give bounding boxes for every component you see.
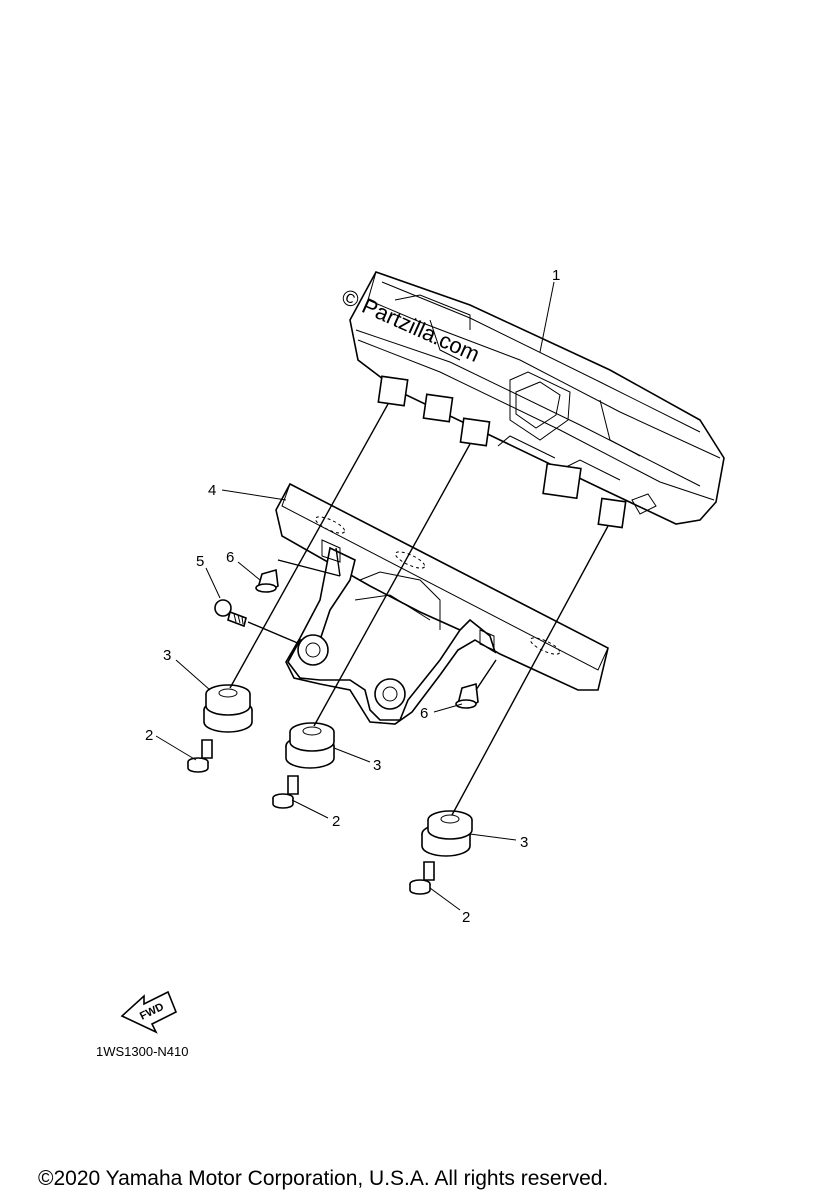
callout-2-left: 2 [145,727,153,744]
fwd-arrow-icon: FWD [120,990,178,1034]
callout-5: 5 [196,553,204,570]
grommet-center[interactable] [285,722,335,769]
meter-bracket[interactable] [275,482,609,725]
callout-3-center: 3 [373,757,381,774]
assembly-guide-lines [229,403,609,816]
diagram-code: 1WS1300-N410 [96,1044,189,1059]
callout-6-lower: 6 [420,705,428,722]
grommet-left[interactable] [203,684,253,733]
callout-4: 4 [208,482,216,499]
callout-3-left: 3 [163,647,171,664]
bolt[interactable] [214,599,247,628]
meter-assembly[interactable] [349,271,725,529]
damper-lower[interactable] [455,682,479,709]
damper-upper[interactable] [255,568,279,593]
leader-lines [155,281,555,911]
callout-1: 1 [552,267,560,284]
grommet-right[interactable] [421,810,473,857]
callout-2-right: 2 [462,909,470,926]
copyright-notice: ©2020 Yamaha Motor Corporation, U.S.A. A… [38,1167,608,1190]
screw-center[interactable] [272,775,299,809]
callout-2-center: 2 [332,813,340,830]
callout-6-upper: 6 [226,549,234,566]
screw-left[interactable] [187,739,213,773]
callout-3-right: 3 [520,834,528,851]
screw-right[interactable] [409,861,435,895]
